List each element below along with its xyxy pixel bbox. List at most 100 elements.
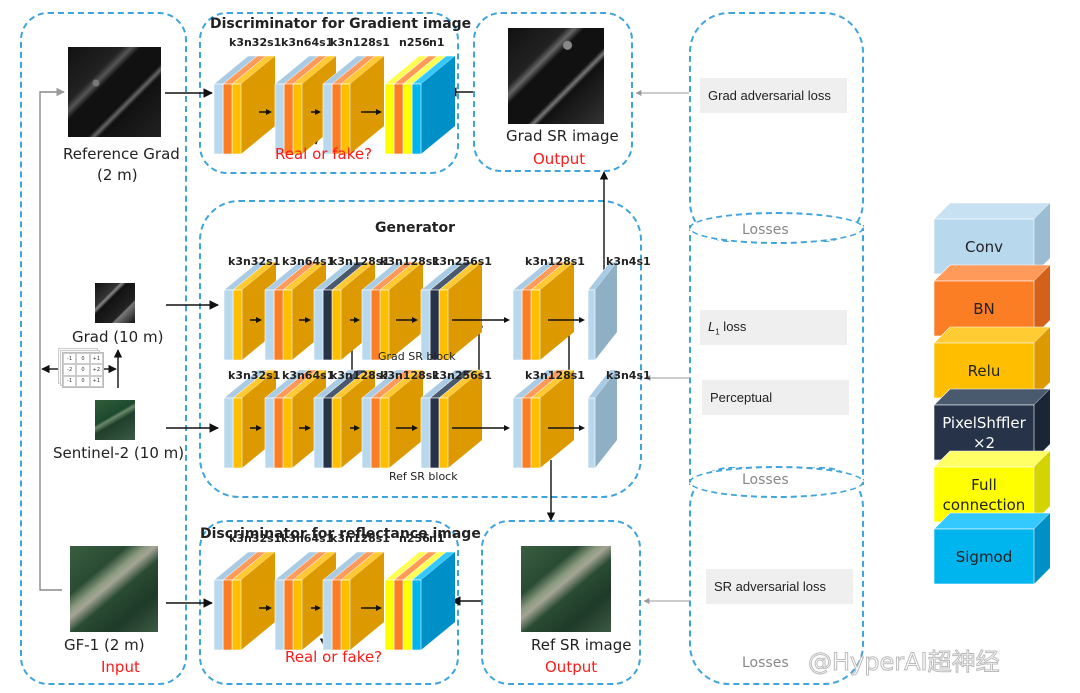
slab-front	[587, 397, 596, 469]
slab-front	[411, 83, 422, 155]
watermark: @HyperAI超神经	[808, 648, 1001, 677]
reference-grad-label: Reference Grad	[63, 145, 180, 163]
slab-front	[313, 397, 324, 469]
slab-front	[512, 397, 523, 469]
slab-front	[512, 289, 523, 361]
slab-front	[379, 397, 390, 469]
gen-layer-label: k3n128s1	[330, 255, 390, 268]
generator-panel	[199, 200, 642, 498]
slab-side	[241, 56, 275, 154]
slab-side	[540, 370, 574, 468]
slab-front	[282, 289, 293, 361]
flow-arrow	[250, 425, 262, 431]
legend-label-line: PixelShffler	[942, 413, 1026, 432]
perceptual-loss-text: Perceptual	[710, 390, 773, 405]
gen-layer-label: k3n256s1	[432, 255, 492, 268]
gen-layer-label: k3n32s1	[228, 369, 281, 382]
losses-panel-middle	[689, 225, 864, 485]
slab-front	[273, 289, 284, 361]
slab-front	[530, 289, 541, 361]
legend-label: PixelShffler×2	[934, 405, 1034, 460]
sobel-cell: +1	[89, 375, 103, 387]
gf1-image	[70, 546, 158, 632]
slab-front	[402, 579, 413, 651]
legend-label: Conv	[934, 219, 1034, 274]
ref-sr-image	[521, 546, 611, 632]
disc-layer-label: n1	[429, 532, 445, 545]
flow-arrow	[259, 605, 272, 611]
grad-sr-label: Grad SR image	[506, 127, 619, 145]
gen-layer-label: k3n64s1	[282, 369, 335, 382]
flow-arrow	[311, 605, 321, 611]
grad-10m-label: Grad (10 m)	[72, 328, 164, 346]
gen-layer-label: k3n256s1	[432, 369, 492, 382]
flow-arrow	[299, 425, 311, 431]
slab-front	[393, 83, 404, 155]
slab-front	[222, 579, 233, 651]
disc-layer-label: k3n128s1	[330, 36, 390, 49]
l1-symbol: L	[708, 318, 716, 334]
perceptual-loss: Perceptual	[702, 380, 849, 415]
gen-layer-label: k3n4s1	[606, 369, 651, 382]
reference-grad-sublabel: (2 m)	[97, 166, 138, 184]
flow-arrow	[350, 425, 360, 431]
gen-layer-label: k3n128s1	[380, 369, 440, 382]
slab-front	[530, 397, 541, 469]
l1-loss: L1 loss	[700, 310, 847, 345]
sobel-cell: -2	[63, 364, 77, 376]
legend-label-line: Full	[971, 475, 997, 494]
slab-front	[213, 579, 224, 651]
slab-front	[322, 289, 333, 361]
disc-grad-title: Discriminator for Gradient image	[210, 16, 472, 32]
disc-layer-label: k3n64s1	[281, 532, 334, 545]
gen-layer-label: k3n128s1	[525, 369, 585, 382]
gf1-label: GF-1 (2 m)	[64, 636, 145, 654]
legend-label: Sigmod	[934, 529, 1034, 584]
slab-front	[438, 397, 449, 469]
slab-front	[331, 289, 342, 361]
ref-sr-label: Ref SR image	[531, 636, 632, 654]
slab-side	[389, 262, 423, 360]
sobel-cell: -1	[63, 375, 77, 387]
slab-front	[331, 579, 342, 651]
slab-front	[370, 397, 381, 469]
slab-front	[223, 397, 234, 469]
input-tag: Input	[101, 658, 140, 676]
slab-front	[222, 83, 233, 155]
flow-arrow	[259, 109, 272, 115]
slab-front	[232, 397, 243, 469]
legend-label-line: connection	[942, 495, 1026, 514]
slab-front	[231, 579, 242, 651]
slab-front	[231, 83, 242, 155]
flow-arrow	[548, 425, 585, 431]
slab-front	[429, 397, 440, 469]
gen-layer-label: k3n128s1	[380, 255, 440, 268]
flow-arrow	[299, 317, 311, 323]
slab-front	[292, 579, 303, 651]
slab-side	[540, 262, 574, 360]
slab-front	[264, 397, 275, 469]
grad-10m-image	[95, 283, 135, 323]
gen-layer-label: k3n4s1	[606, 255, 651, 268]
slab-side	[595, 262, 617, 360]
slab-front	[292, 83, 303, 155]
slab-side	[595, 370, 617, 468]
slab-front	[361, 289, 372, 361]
losses-ellipse-2	[689, 466, 864, 498]
slab-front	[420, 397, 431, 469]
flow-arrow	[396, 317, 418, 323]
disc-layer-label: n1	[429, 36, 445, 49]
slab-side	[241, 552, 275, 650]
legend-swatch	[933, 512, 1051, 585]
slab-front	[411, 579, 422, 651]
losses-label-1: Losses	[742, 222, 789, 238]
grad-output-panel	[473, 12, 633, 172]
slab-front	[384, 83, 395, 155]
sr-adversarial-loss: SR adversarial loss	[706, 569, 853, 604]
sobel-cell: 0	[76, 353, 90, 365]
input-feedback-line	[39, 87, 65, 591]
grad-adversarial-loss-text: Grad adversarial loss	[708, 88, 831, 103]
ref-output-panel	[481, 520, 641, 685]
disc-layer-label: n256	[399, 36, 430, 49]
